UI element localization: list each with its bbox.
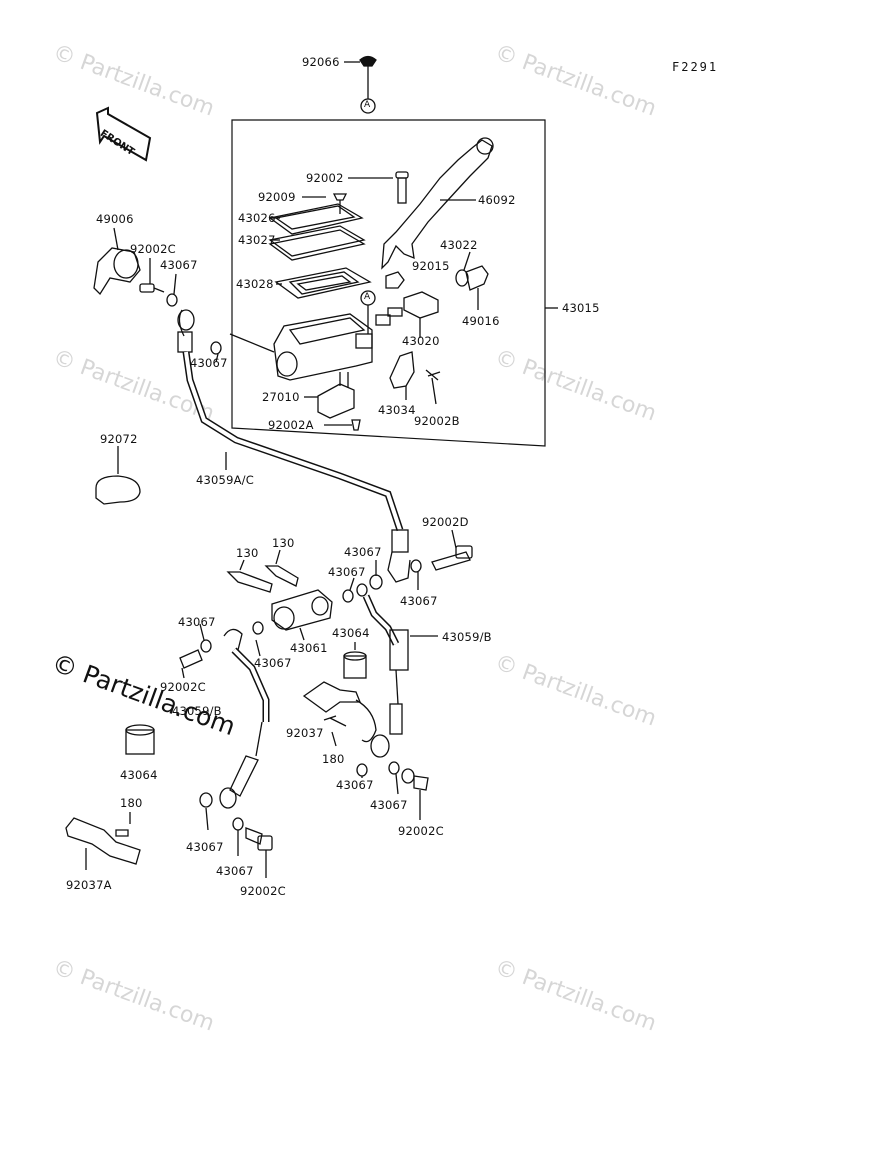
part-label: 92002A <box>268 418 314 432</box>
callout-letter: A <box>364 100 371 110</box>
part-label: 43067 <box>400 594 438 608</box>
part-label: 43059/B <box>442 630 492 644</box>
part-label: 92072 <box>100 432 138 446</box>
part-label: 43026 <box>238 211 276 225</box>
part-label: 92002 <box>306 171 344 185</box>
part-label: 92002B <box>414 414 460 428</box>
part-label: 43064 <box>120 768 158 782</box>
part-label: 180 <box>322 752 345 766</box>
part-label: 92037A <box>66 878 112 892</box>
part-label: 43028 <box>236 277 274 291</box>
part-label: 43015 <box>562 301 600 315</box>
part-label: 43034 <box>378 403 416 417</box>
part-label: 92002D <box>422 515 469 529</box>
part-label: 43027 <box>238 233 276 247</box>
callout-a-top <box>360 98 376 114</box>
part-label: 92002C <box>130 242 176 256</box>
part-label: 92002C <box>240 884 286 898</box>
grommet <box>343 655 367 679</box>
part-label: 43059A/C <box>196 473 254 487</box>
part-label: 92037 <box>286 726 324 740</box>
part-label: 92002C <box>398 824 444 838</box>
part-label: 43067 <box>328 565 366 579</box>
grommet <box>125 729 155 755</box>
hose-clamp <box>95 475 141 505</box>
dust-cover <box>93 247 141 296</box>
part-label: 43067 <box>186 840 224 854</box>
part-label: 43067 <box>160 258 198 272</box>
part-label: 43067 <box>344 545 382 559</box>
part-label: 180 <box>120 796 143 810</box>
part-label: 43059/B <box>172 704 222 718</box>
brake-joint <box>271 589 333 631</box>
front-arrow-icon <box>95 106 152 162</box>
part-label: 43064 <box>332 626 370 640</box>
part-label: 130 <box>272 536 295 550</box>
part-label: 92002C <box>160 680 206 694</box>
part-label: 43020 <box>402 334 440 348</box>
part-label: 43067 <box>254 656 292 670</box>
part-label: 92015 <box>412 259 450 273</box>
part-label: 43067 <box>178 615 216 629</box>
part-label: 43067 <box>190 356 228 370</box>
part-label: 43022 <box>440 238 478 252</box>
part-label: 43067 <box>216 864 254 878</box>
part-label: 43067 <box>370 798 408 812</box>
master-cylinder-body <box>273 313 373 381</box>
brake-lever <box>381 139 493 270</box>
part-label: 27010 <box>262 390 300 404</box>
part-label: 92009 <box>258 190 296 204</box>
figure-code: F2291 <box>672 60 719 74</box>
part-label: 46092 <box>478 193 516 207</box>
part-label: 49006 <box>96 212 134 226</box>
part-label: 43061 <box>290 641 328 655</box>
part-label: 92066 <box>302 55 340 69</box>
callout-letter: A <box>364 292 371 302</box>
part-label: 49016 <box>462 314 500 328</box>
assembly-box <box>231 119 546 447</box>
part-label: 43067 <box>336 778 374 792</box>
part-label: 130 <box>236 546 259 560</box>
